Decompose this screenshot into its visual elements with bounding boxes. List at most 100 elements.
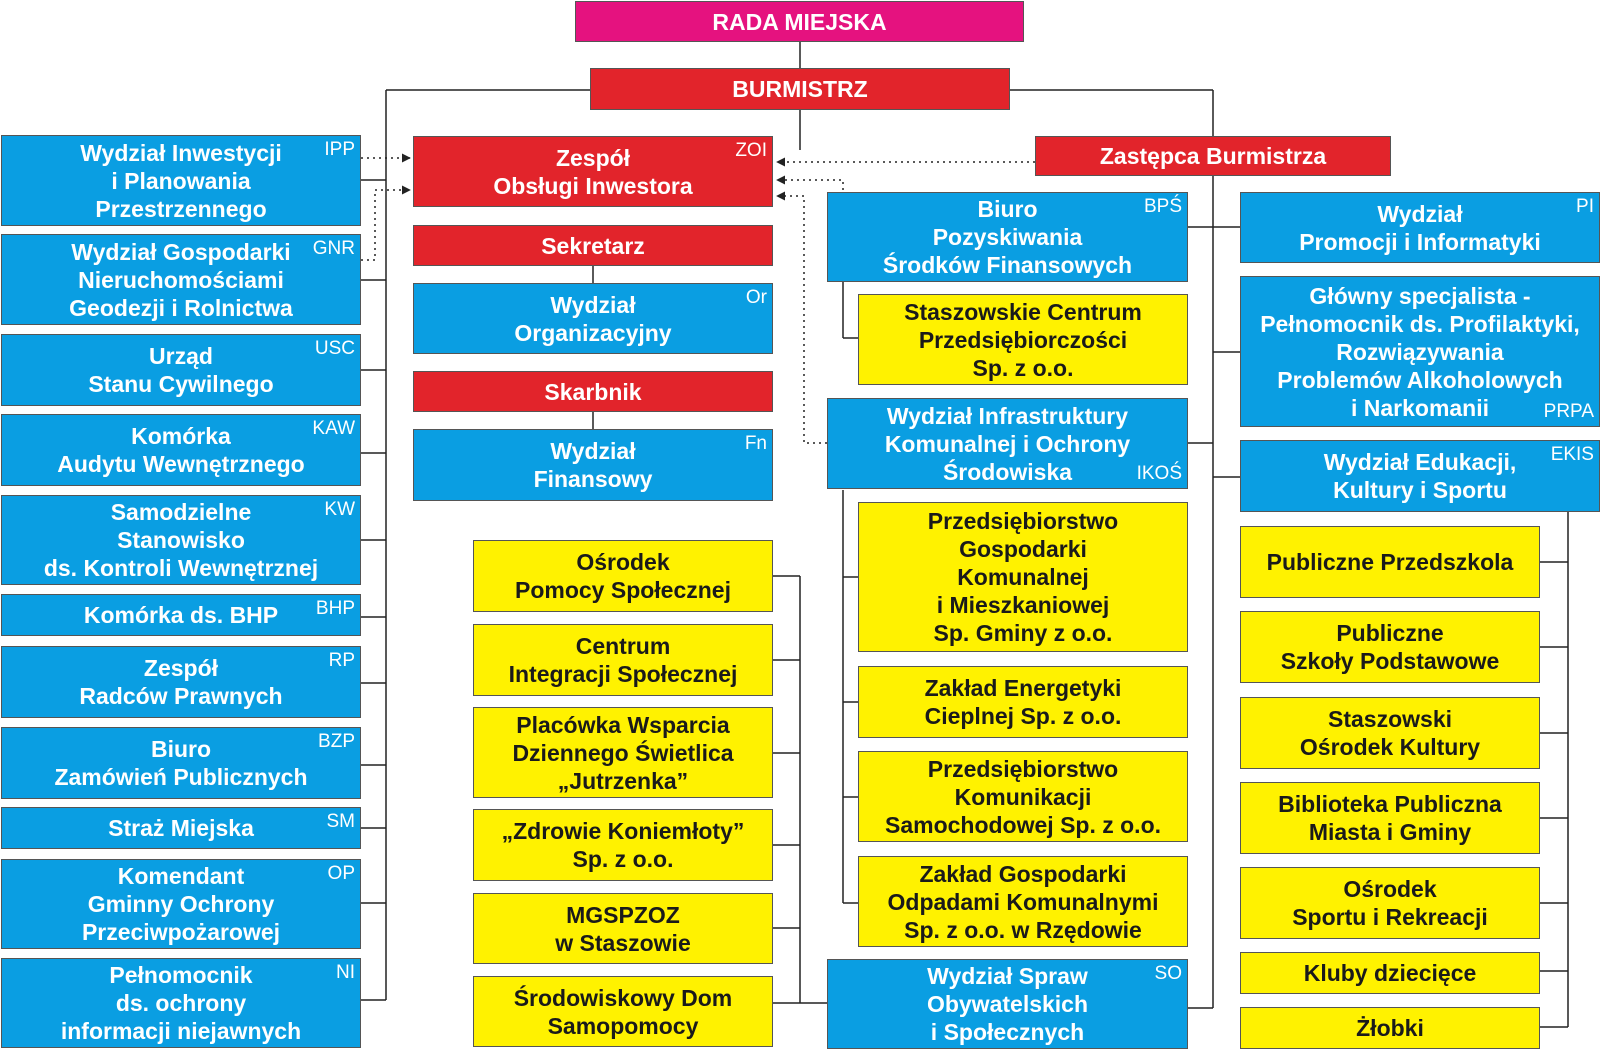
scp-box: Staszowskie Centrum Przedsiębiorczości S… bbox=[858, 294, 1188, 385]
box-label: Publiczne Przedszkola bbox=[1266, 549, 1514, 575]
box-label: Wydział Promocji i Informatyki bbox=[1299, 200, 1541, 255]
box-label: Komendant Gminny Ochrony Przeciwpożarowe… bbox=[81, 863, 281, 945]
box-code: Or bbox=[745, 287, 767, 308]
box-code: USC bbox=[314, 338, 355, 359]
box-label: Ośrodek Pomocy Społecznej bbox=[514, 549, 731, 603]
box-label: Sekretarz bbox=[541, 232, 645, 259]
box-label: Skarbnik bbox=[544, 378, 642, 405]
box-label: Staszowski Ośrodek Kultury bbox=[1299, 706, 1481, 760]
box-code: BZP bbox=[318, 731, 355, 752]
sm-box: Straż Miejska SM bbox=[1, 807, 361, 849]
bps-box: Biuro Pozyskiwania Środków Finansowych BP… bbox=[827, 192, 1188, 282]
ekis-box: Wydział Edukacji, Kultury i Sportu EKIS bbox=[1240, 440, 1600, 512]
zlobki-box: Żłobki bbox=[1240, 1007, 1540, 1049]
box-code: NI bbox=[336, 962, 355, 983]
box-label: Biuro Pozyskiwania Środków Finansowych bbox=[882, 196, 1133, 278]
box-label: BURMISTRZ bbox=[732, 76, 868, 102]
box-label: Wydział Infrastruktury Komunalnej i Ochr… bbox=[884, 402, 1131, 485]
pks-box: Przedsiębiorstwo Komunikacji Samochodowe… bbox=[858, 751, 1188, 842]
box-label: Kluby dziecięce bbox=[1303, 960, 1477, 986]
usc-box: Urząd Stanu Cywilnego USC bbox=[1, 334, 361, 406]
box-label: Wydział Organizacyjny bbox=[514, 291, 672, 346]
biblioteka-box: Biblioteka Publiczna Miasta i Gminy bbox=[1240, 782, 1540, 854]
pi-box: Wydział Promocji i Informatyki PI bbox=[1240, 192, 1600, 263]
box-label: Centrum Integracji Społecznej bbox=[508, 633, 738, 687]
box-label: Wydział Gospodarki Nieruchomościami Geod… bbox=[69, 238, 293, 321]
ops-box: Ośrodek Pomocy Społecznej bbox=[473, 540, 773, 612]
box-code: PRPA bbox=[1543, 401, 1594, 422]
box-label: Ośrodek Sportu i Rekreacji bbox=[1292, 876, 1488, 930]
box-label: Publiczne Szkoły Podstawowe bbox=[1280, 620, 1500, 674]
box-code: IKOŚ bbox=[1136, 463, 1182, 484]
box-label: Biuro Zamówień Publicznych bbox=[54, 736, 308, 790]
box-code: SO bbox=[1154, 963, 1182, 984]
so-box: Wydział Spraw Obywatelskich i Społecznyc… bbox=[827, 959, 1188, 1049]
box-label: Wydział Inwestycji i Planowania Przestrz… bbox=[80, 139, 282, 222]
box-code: GNR bbox=[312, 238, 355, 259]
bzp-box: Biuro Zamówień Publicznych BZP bbox=[1, 727, 361, 799]
box-code: PI bbox=[1576, 196, 1594, 217]
box-code: BPŚ bbox=[1143, 196, 1182, 217]
box-label: Pełnomocnik ds. ochrony informacji nieja… bbox=[60, 962, 302, 1044]
bhp-box: Komórka ds. BHP BHP bbox=[1, 594, 361, 636]
zdrowie-box: „Zdrowie Koniemłoty” Sp. z o.o. bbox=[473, 809, 773, 881]
sok-box: Staszowski Ośrodek Kultury bbox=[1240, 697, 1540, 769]
pgk-box: Przedsiębiorstwo Gospodarki Komunalnej i… bbox=[858, 502, 1188, 652]
box-label: Zastępca Burmistrza bbox=[1099, 143, 1327, 169]
box-label: MGSPZOZ w Staszowie bbox=[555, 901, 691, 956]
box-label: Straż Miejska bbox=[108, 815, 254, 841]
zec-box: Zakład Energetyki Cieplnej Sp. z o.o. bbox=[858, 666, 1188, 738]
box-label: Urząd Stanu Cywilnego bbox=[88, 343, 274, 397]
box-code: Fn bbox=[744, 433, 767, 454]
przedszkola-box: Publiczne Przedszkola bbox=[1240, 526, 1540, 598]
pwd-box: Placówka Wsparcia Dziennego Świetlica „J… bbox=[473, 707, 773, 798]
box-label: Staszowskie Centrum Przedsiębiorczości S… bbox=[904, 298, 1142, 381]
zastepca-burmistrza-box: Zastępca Burmistrza bbox=[1035, 136, 1391, 176]
box-label: Zespół Radców Prawnych bbox=[79, 655, 283, 709]
zgo-box: Zakład Gospodarki Odpadami Komunalnymi S… bbox=[858, 856, 1188, 947]
box-label: Przedsiębiorstwo Gospodarki Komunalnej i… bbox=[927, 508, 1119, 646]
box-label: Zakład Gospodarki Odpadami Komunalnymi S… bbox=[887, 860, 1159, 943]
box-label: Środowiskowy Dom Samopomocy bbox=[513, 984, 733, 1039]
box-code: KW bbox=[324, 499, 355, 520]
kw-box: Samodzielne Stanowisko ds. Kontroli Wewn… bbox=[1, 495, 361, 585]
box-label: Wydział Finansowy bbox=[533, 438, 653, 492]
kluby-box: Kluby dziecięce bbox=[1240, 952, 1540, 994]
box-label: Wydział Spraw Obywatelskich i Społecznyc… bbox=[926, 963, 1089, 1045]
box-label: Komórka Audytu Wewnętrznego bbox=[57, 423, 305, 477]
box-label: Główny specjalista - Pełnomocnik ds. Pro… bbox=[1260, 282, 1580, 421]
box-code: EKIS bbox=[1550, 444, 1594, 465]
box-code: IPP bbox=[324, 139, 355, 160]
szkoly-box: Publiczne Szkoły Podstawowe bbox=[1240, 611, 1540, 683]
op-box: Komendant Gminny Ochrony Przeciwpożarowe… bbox=[1, 859, 361, 949]
osir-box: Ośrodek Sportu i Rekreacji bbox=[1240, 867, 1540, 939]
box-code: ZOI bbox=[735, 140, 767, 161]
box-code: SM bbox=[326, 811, 356, 832]
box-label: „Zdrowie Koniemłoty” Sp. z o.o. bbox=[501, 818, 745, 872]
sds-box: Środowiskowy Dom Samopomocy bbox=[473, 976, 773, 1047]
box-code: OP bbox=[327, 863, 355, 884]
mgspzoz-box: MGSPZOZ w Staszowie bbox=[473, 893, 773, 964]
prpa-box: Główny specjalista - Pełnomocnik ds. Pro… bbox=[1240, 276, 1600, 427]
box-label: Biblioteka Publiczna Miasta i Gminy bbox=[1278, 791, 1502, 845]
cis-box: Centrum Integracji Społecznej bbox=[473, 624, 773, 696]
burmistrz-box: BURMISTRZ bbox=[590, 68, 1010, 110]
fn-box: Wydział Finansowy Fn bbox=[413, 429, 773, 501]
box-label: Komórka ds. BHP bbox=[83, 602, 279, 628]
gnr-box: Wydział Gospodarki Nieruchomościami Geod… bbox=[1, 234, 361, 325]
or-box: Wydział Organizacyjny Or bbox=[413, 283, 773, 354]
ikos-box: Wydział Infrastruktury Komunalnej i Ochr… bbox=[827, 398, 1188, 489]
ipp-box: Wydział Inwestycji i Planowania Przestrz… bbox=[1, 135, 361, 226]
box-label: Żłobki bbox=[1356, 1015, 1424, 1041]
box-label: RADA MIEJSKA bbox=[712, 8, 887, 35]
box-label: Placówka Wsparcia Dziennego Świetlica „J… bbox=[512, 711, 734, 794]
box-label: Samodzielne Stanowisko ds. Kontroli Wewn… bbox=[43, 499, 319, 581]
sekretarz-box: Sekretarz bbox=[413, 225, 773, 266]
box-label: Wydział Edukacji, Kultury i Sportu bbox=[1323, 449, 1517, 503]
box-code: BHP bbox=[315, 598, 355, 619]
box-label: Przedsiębiorstwo Komunikacji Samochodowe… bbox=[884, 755, 1162, 838]
